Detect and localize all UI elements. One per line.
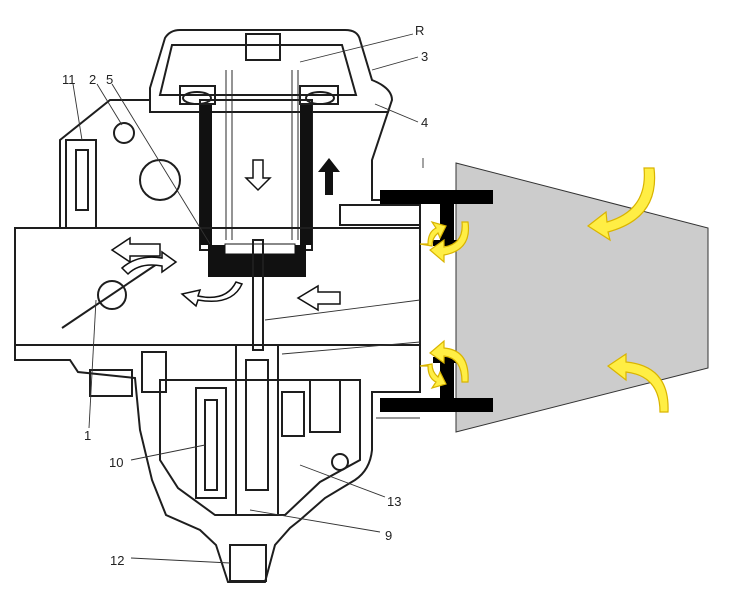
label-5: 5 bbox=[106, 72, 113, 87]
curved-arrow-icon bbox=[429, 221, 470, 264]
curved-arrow-icon bbox=[606, 352, 669, 413]
label-10: 10 bbox=[109, 455, 123, 470]
label-13: 13 bbox=[387, 494, 401, 509]
label-2: 2 bbox=[89, 72, 96, 87]
curved-arrow-icon bbox=[586, 167, 656, 242]
arrow-down-icon bbox=[244, 159, 272, 192]
clamp-bottom bbox=[380, 357, 493, 412]
label-4: 4 bbox=[421, 115, 428, 130]
curved-arrow-icon bbox=[429, 339, 469, 383]
label-3: 3 bbox=[421, 49, 428, 64]
arrow-up-icon bbox=[318, 158, 340, 195]
carburetor-body bbox=[14, 29, 421, 583]
clamp-top bbox=[380, 190, 493, 246]
arrow-left-icon bbox=[296, 284, 341, 312]
label-11: 11 bbox=[62, 72, 76, 87]
label-12: 12 bbox=[110, 553, 124, 568]
lower-body bbox=[14, 344, 421, 583]
leader-lines bbox=[72, 33, 424, 564]
curved-arrow-icon bbox=[120, 250, 178, 276]
callout-labels: R 3 4 11 2 5 1 10 13 9 12 bbox=[62, 23, 428, 568]
airbox bbox=[455, 162, 709, 433]
label-R: R bbox=[415, 23, 424, 38]
upper-housing bbox=[59, 99, 421, 229]
curved-arrow-icon bbox=[419, 363, 447, 390]
label-9: 9 bbox=[385, 528, 392, 543]
internal-flow-arrows bbox=[110, 158, 341, 312]
curved-arrow-icon bbox=[419, 220, 447, 247]
top-plug bbox=[245, 33, 281, 61]
curved-arrow-icon bbox=[180, 281, 244, 308]
top-cap bbox=[149, 29, 394, 113]
airflow-arrows bbox=[419, 167, 669, 413]
arrow-left-icon bbox=[110, 236, 161, 264]
label-1: 1 bbox=[84, 428, 91, 443]
